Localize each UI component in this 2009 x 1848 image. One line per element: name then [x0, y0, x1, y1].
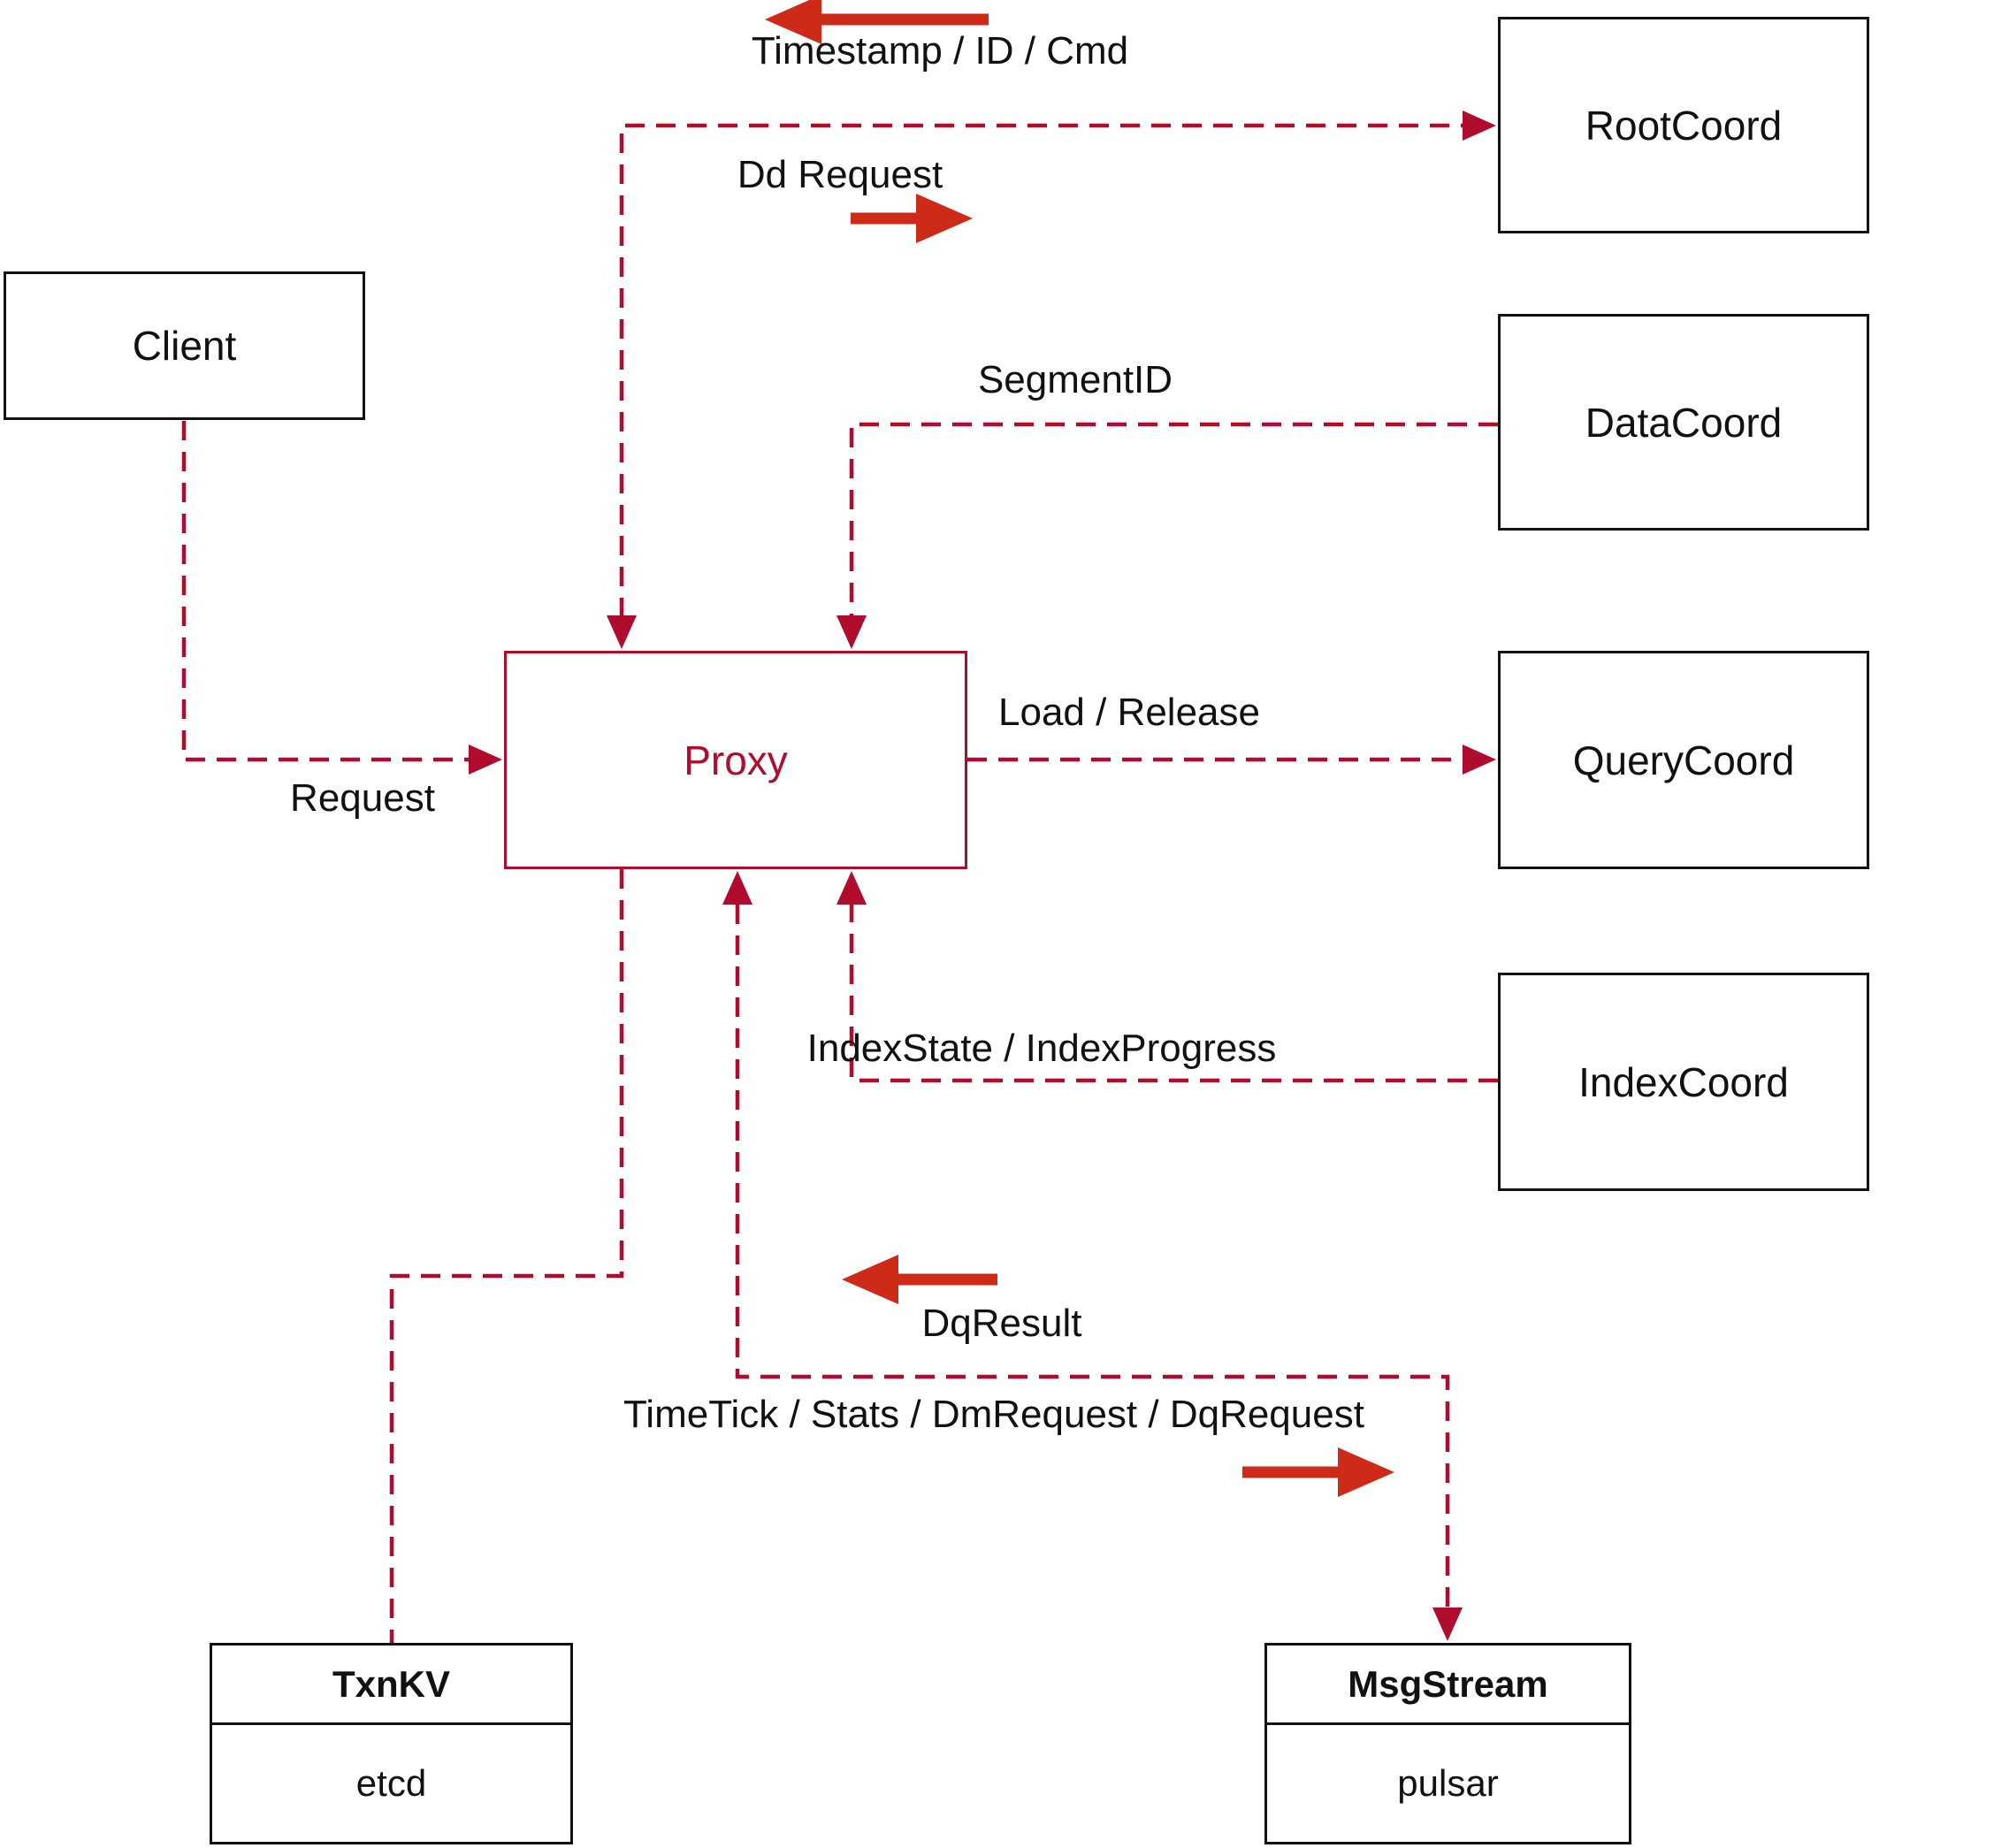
- edge-proxy-rootcoord: [619, 123, 1463, 617]
- node-txnkv-detail: etcd: [355, 1762, 427, 1804]
- edge-proxy-to-txnkv: [389, 869, 624, 1643]
- node-proxy-label: Proxy: [684, 737, 788, 783]
- node-msgstream-detail: pulsar: [1397, 1762, 1499, 1804]
- arrowhead-into-proxy-bottom-mid: [722, 871, 752, 905]
- direction-arrowhead-right-dqrequest: [1338, 1447, 1394, 1497]
- node-datacoord: DataCoord: [1498, 314, 1869, 531]
- node-proxy: Proxy: [504, 651, 967, 869]
- edge-label-load-release: Load / Release: [998, 691, 1260, 734]
- direction-arrowhead-left-timestamp: [765, 0, 821, 44]
- edge-label-dd-request: Dd Request: [737, 153, 943, 196]
- edge-datacoord-to-proxy: [849, 422, 1498, 617]
- node-querycoord: QueryCoord: [1498, 651, 1869, 869]
- arrowhead-into-rootcoord: [1463, 111, 1496, 141]
- edge-label-timestamp-id-cmd: Timestamp / ID / Cmd: [751, 29, 1129, 73]
- node-indexcoord-label: IndexCoord: [1578, 1058, 1789, 1105]
- node-msgstream-title: MsgStream: [1267, 1646, 1629, 1725]
- edge-proxy-msgstream: [735, 905, 1450, 1607]
- arrowhead-into-querycoord: [1463, 745, 1496, 775]
- direction-arrowhead-right-dd-request: [916, 194, 973, 243]
- edge-client-to-proxy: [181, 421, 469, 762]
- node-txnkv-title: TxnKV: [212, 1646, 570, 1725]
- node-msgstream: MsgStream pulsar: [1264, 1643, 1631, 1844]
- node-client-label: Client: [132, 323, 237, 369]
- node-querycoord-label: QueryCoord: [1572, 737, 1795, 783]
- edge-label-index-state: IndexState / IndexProgress: [806, 1027, 1277, 1070]
- node-client: Client: [4, 271, 365, 420]
- arrowhead-into-proxy-top-right: [836, 615, 867, 649]
- edge-label-time-tick: TimeTick / Stats / DmRequest / DqRequest: [623, 1393, 1364, 1436]
- arrowhead-into-proxy-left: [469, 745, 502, 775]
- node-indexcoord: IndexCoord: [1498, 973, 1869, 1191]
- edge-label-request: Request: [290, 776, 435, 820]
- direction-arrowhead-left-dqresult: [842, 1255, 898, 1304]
- arrowhead-into-proxy-top-left: [607, 615, 637, 649]
- edge-label-dq-result: DqResult: [921, 1302, 1082, 1345]
- node-rootcoord: RootCoord: [1498, 17, 1869, 233]
- arrowhead-into-msgstream: [1432, 1607, 1463, 1641]
- edge-label-segment-id: SegmentID: [977, 358, 1173, 401]
- node-datacoord-label: DataCoord: [1585, 399, 1783, 446]
- node-rootcoord-label: RootCoord: [1585, 102, 1783, 149]
- node-txnkv: TxnKV etcd: [210, 1643, 573, 1844]
- arrowhead-into-proxy-bottom-right: [836, 871, 867, 905]
